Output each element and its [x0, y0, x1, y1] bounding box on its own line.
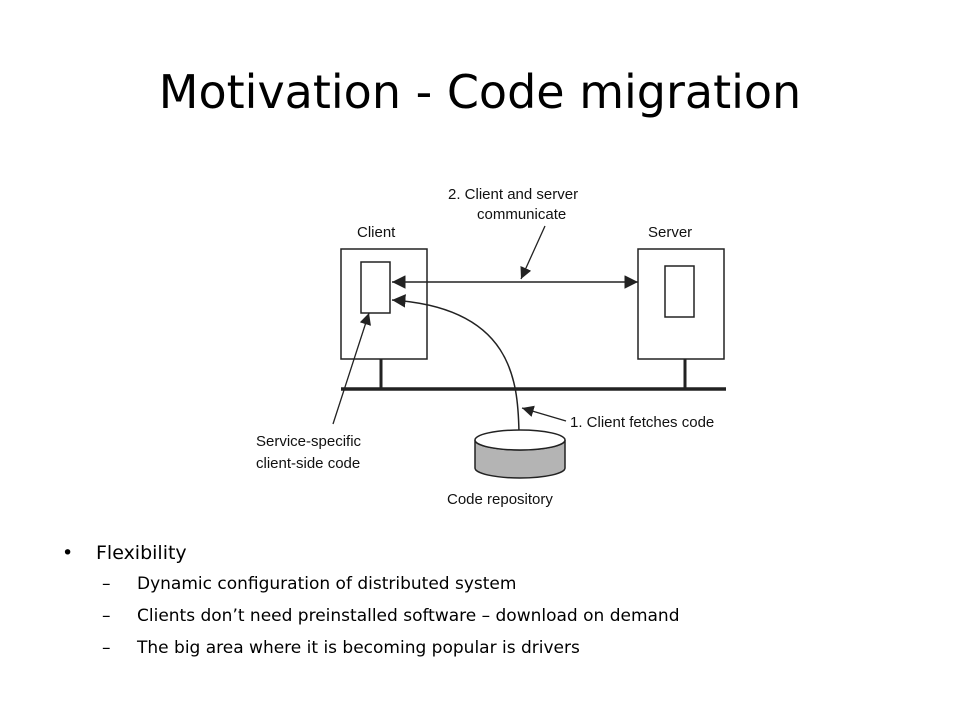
- sub-bullet-marker: –: [102, 638, 111, 658]
- client-code-box: [360, 261, 391, 314]
- sub-bullet-marker: –: [102, 574, 111, 594]
- slide-title: Motivation - Code migration: [158, 65, 802, 119]
- code-fetch-arrow: [391, 294, 520, 434]
- client-code-pointer-arrow: [332, 312, 371, 425]
- sub-bullet-text: Dynamic configuration of distributed sys…: [137, 574, 517, 594]
- step2-pointer-arrow: [520, 225, 546, 280]
- sub-bullet-item: – The big area where it is becoming popu…: [62, 632, 922, 664]
- client-code-label-line1: Service-specific: [256, 433, 362, 450]
- step2-label-line1: 2. Client and server: [448, 186, 578, 203]
- repository-label: Code repository: [447, 491, 553, 508]
- client-code-label-line2: client-side code: [256, 455, 360, 472]
- bullet-item: • Flexibility: [62, 538, 922, 568]
- server-code-box: [664, 265, 695, 318]
- step1-pointer-arrow: [521, 405, 567, 422]
- sub-bullet-text: The big area where it is becoming popula…: [137, 638, 580, 658]
- sub-bullet-item: – Clients don’t need preinstalled softwa…: [62, 600, 922, 632]
- client-label: Client: [357, 224, 396, 241]
- step1-label: 1. Client fetches code: [570, 414, 714, 431]
- sub-bullet-item: – Dynamic configuration of distributed s…: [62, 568, 922, 600]
- sub-bullet-marker: –: [102, 606, 111, 626]
- step2-label-line2: communicate: [477, 206, 566, 223]
- bullet-list: • Flexibility – Dynamic configuration of…: [62, 538, 922, 664]
- server-label: Server: [648, 224, 692, 241]
- sub-bullet-text: Clients don’t need preinstalled software…: [137, 606, 680, 626]
- bullet-text: Flexibility: [96, 542, 187, 564]
- repository-cylinder-top: [474, 429, 566, 451]
- bullet-marker: •: [62, 542, 74, 564]
